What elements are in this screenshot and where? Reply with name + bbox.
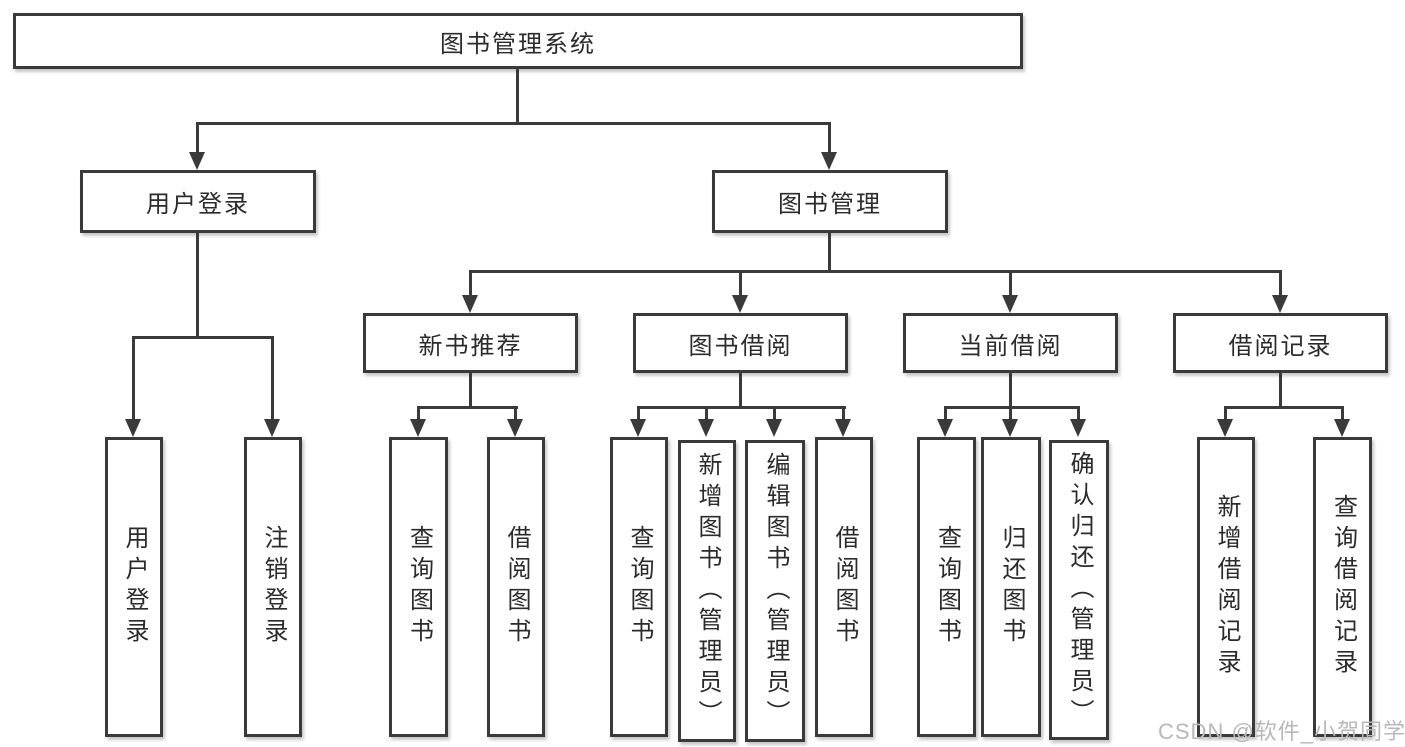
down-arrowhead <box>125 419 141 437</box>
down-arrowhead <box>835 419 851 437</box>
connector-user-login-stem <box>196 233 199 336</box>
connector-leaf-stem <box>1341 406 1344 421</box>
leaf-bb-query-books-label: 查询图书 <box>626 525 653 649</box>
connector-root-stem <box>516 68 519 122</box>
node-library-management-system: 图书管理系统 <box>13 13 1023 69</box>
connector-to-user-login <box>196 122 199 154</box>
down-arrowhead <box>937 419 953 437</box>
down-arrowhead <box>462 295 478 313</box>
connector-book-mgmt-bar <box>469 270 1282 273</box>
leaf-bb-borrow-books: 借阅图书 <box>815 437 873 737</box>
leaf-br-query-record-label: 查询借阅记录 <box>1329 494 1357 680</box>
connector-to-borrow-records <box>1279 270 1282 297</box>
down-arrowhead <box>264 419 280 437</box>
connector-book-borrowing-stem <box>739 373 742 406</box>
leaf-nb-borrow-books-label: 借阅图书 <box>503 525 530 649</box>
leaf-user-login-label: 用户登录 <box>121 525 148 649</box>
connector-borrow-records-bar <box>1225 406 1344 409</box>
node-new-book-recommendation: 新书推荐 <box>363 313 578 373</box>
leaf-logout: 注销登录 <box>244 437 302 737</box>
down-arrowhead <box>507 419 523 437</box>
connector-leaf-stem <box>1224 406 1227 421</box>
leaf-nb-query-books: 查询图书 <box>389 437 448 737</box>
connector-leaf-stem <box>705 406 708 421</box>
connector-to-leaf-user-login <box>132 336 135 421</box>
leaf-cb-confirm-return-admin: 确认归还（管理员） <box>1049 440 1109 740</box>
down-arrowhead <box>1334 419 1350 437</box>
down-arrowhead <box>189 152 205 170</box>
node-user-login: 用户登录 <box>80 170 316 233</box>
leaf-bb-edit-books-admin: 编辑图书（管理员） <box>745 440 805 742</box>
connector-to-book-borrowing <box>739 270 742 297</box>
leaf-bb-edit-books-admin-label: 编辑图书（管理员） <box>762 451 789 731</box>
connector-book-mgmt-stem <box>828 233 831 270</box>
connector-new-books-stem <box>469 373 472 406</box>
connector-leaf-stem <box>944 406 947 421</box>
node-book-management: 图书管理 <box>712 170 948 233</box>
connector-leaf-stem <box>842 406 845 421</box>
down-arrowhead <box>1002 295 1018 313</box>
connector-to-new-books <box>469 270 472 297</box>
connector-user-login-bar <box>132 336 273 339</box>
leaf-bb-borrow-books-label: 借阅图书 <box>831 525 858 649</box>
down-arrowhead <box>410 419 426 437</box>
down-arrowhead <box>766 419 782 437</box>
connector-current-borrowing-stem <box>1009 373 1012 406</box>
down-arrowhead <box>1002 419 1018 437</box>
leaf-logout-label: 注销登录 <box>260 525 287 649</box>
connector-book-borrowing-bar <box>638 406 846 409</box>
leaf-bb-add-books-admin-label: 新增图书（管理员） <box>694 451 721 731</box>
leaf-cb-confirm-return-admin-label: 确认归还（管理员） <box>1066 450 1093 730</box>
leaf-br-query-record: 查询借阅记录 <box>1313 437 1372 737</box>
connector-leaf-stem <box>773 406 776 421</box>
leaf-cb-return-books-label: 归还图书 <box>998 525 1025 649</box>
node-current-borrowing: 当前借阅 <box>903 313 1118 373</box>
down-arrowhead <box>732 295 748 313</box>
csdn-watermark: CSDN @软件_小贺同学 <box>1158 719 1405 744</box>
leaf-bb-add-books-admin: 新增图书（管理员） <box>678 440 736 742</box>
connector-root-bar <box>196 122 831 125</box>
leaf-nb-query-books-label: 查询图书 <box>405 525 433 649</box>
connector-leaf-stem <box>1009 406 1012 421</box>
leaf-bb-query-books: 查询图书 <box>610 437 668 737</box>
leaf-nb-borrow-books: 借阅图书 <box>487 437 545 737</box>
leaf-br-add-record-label: 新增借阅记录 <box>1213 494 1240 680</box>
leaf-cb-return-books: 归还图书 <box>981 437 1041 737</box>
connector-to-leaf-logout <box>271 336 274 421</box>
connector-leaf-stem <box>1077 406 1080 421</box>
leaf-cb-query-books: 查询图书 <box>917 437 976 737</box>
connector-new-books-bar <box>417 406 518 409</box>
down-arrowhead <box>1070 419 1086 437</box>
connector-to-book-management <box>828 122 831 154</box>
down-arrowhead <box>630 419 646 437</box>
leaf-br-add-record: 新增借阅记录 <box>1197 437 1255 737</box>
down-arrowhead <box>1217 419 1233 437</box>
connector-leaf-stem <box>417 406 420 421</box>
leaf-cb-query-books-label: 查询图书 <box>933 525 961 649</box>
down-arrowhead <box>1272 295 1288 313</box>
down-arrowhead <box>698 419 714 437</box>
node-book-borrowing: 图书借阅 <box>633 313 848 373</box>
connector-borrow-records-stem <box>1279 373 1282 406</box>
connector-current-borrowing-bar <box>945 406 1080 409</box>
leaf-user-login: 用户登录 <box>105 437 163 737</box>
connector-leaf-stem <box>514 406 517 421</box>
connector-leaf-stem <box>637 406 640 421</box>
node-borrow-records: 借阅记录 <box>1173 313 1388 373</box>
connector-to-current-borrowing <box>1009 270 1012 297</box>
down-arrowhead <box>821 152 837 170</box>
